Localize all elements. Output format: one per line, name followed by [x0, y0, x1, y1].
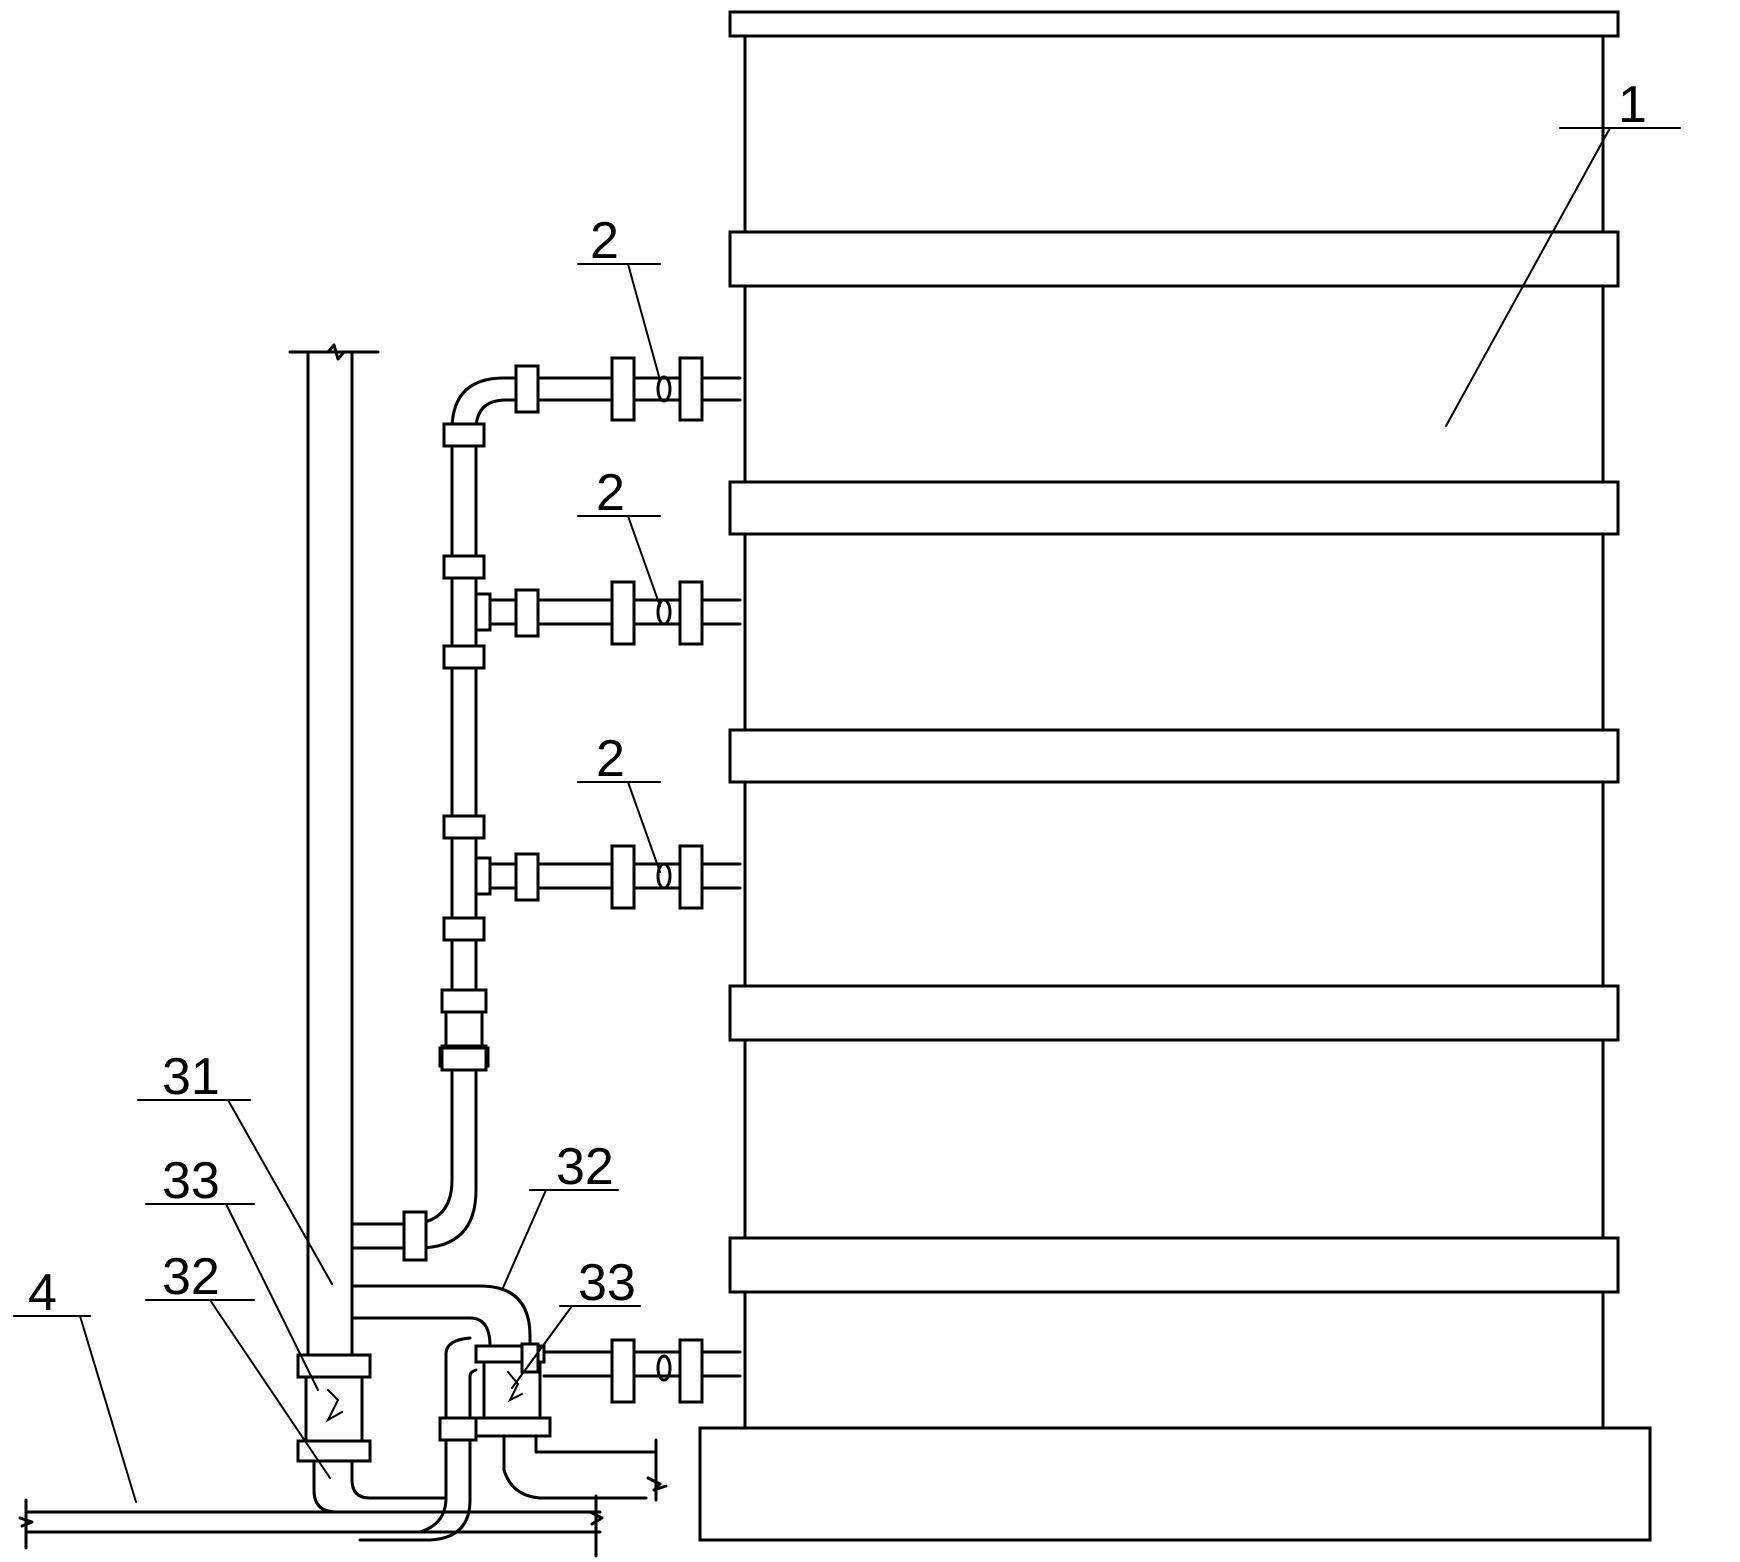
tank-band-1 [728, 230, 1620, 288]
label-fitting-left: 33 [162, 1152, 220, 1210]
collector-pipe [350, 376, 742, 1262]
tank-band-3 [728, 728, 1620, 784]
tank-base [698, 1426, 1652, 1542]
branch-valve-middle [474, 580, 742, 646]
tank-band-4 [728, 984, 1620, 1042]
label-elbow-right: 32 [556, 1138, 614, 1196]
label-valve-middle: 2 [596, 464, 625, 522]
label-tank: 1 [1618, 76, 1647, 134]
label-valve-lower: 2 [596, 730, 625, 788]
tank-band-2 [728, 480, 1620, 536]
riser-fitting-bottom [296, 1439, 372, 1463]
riser-fitting-top [296, 1353, 372, 1379]
right-fitting-bottom [474, 1416, 552, 1438]
bottom-drain-line [350, 1284, 742, 1542]
tank-band-5 [728, 1236, 1620, 1294]
tank-top-rim [728, 10, 1620, 38]
tank [698, 10, 1652, 1542]
branch-valve-top [514, 356, 704, 422]
label-ground-pipe: 4 [28, 1264, 57, 1322]
label-riser-pipe: 31 [162, 1048, 220, 1106]
label-valve-top: 2 [590, 212, 619, 270]
ground-pipe [18, 1494, 604, 1558]
label-elbow-left: 32 [162, 1248, 220, 1306]
branch-valve-lower [474, 844, 742, 910]
label-fitting-right: 33 [578, 1254, 636, 1312]
riser-pipe [288, 343, 448, 1514]
leader-lines [13, 127, 1681, 1503]
